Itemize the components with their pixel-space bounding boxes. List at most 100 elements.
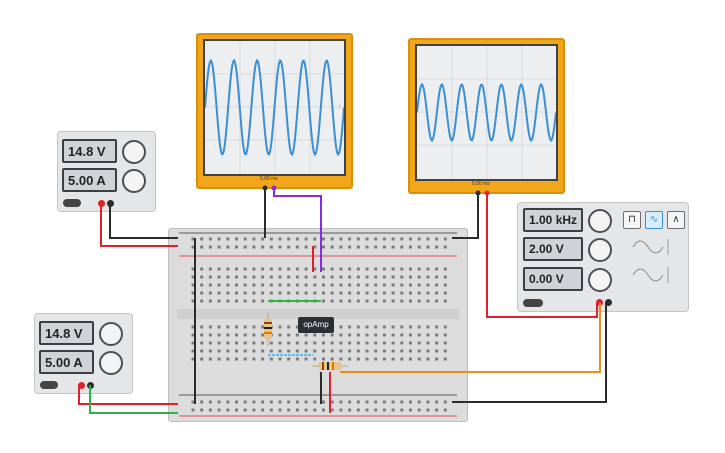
breadboard-hole bbox=[261, 283, 265, 287]
oscilloscope-right[interactable]: 5.00 ms bbox=[408, 38, 565, 194]
breadboard-hole bbox=[330, 275, 334, 279]
breadboard-hole bbox=[400, 267, 404, 271]
breadboard-hole bbox=[217, 237, 221, 241]
function-generator[interactable]: 1.00 kHz 2.00 V 0.00 V ⊓ ∿ ∧ bbox=[517, 202, 689, 312]
breadboard-hole bbox=[330, 400, 334, 404]
triangle-wave-icon[interactable]: ∧ bbox=[667, 211, 685, 229]
breadboard-hole bbox=[295, 245, 299, 249]
signal-terminal-icon[interactable] bbox=[596, 299, 603, 306]
breadboard-hole bbox=[304, 349, 308, 353]
breadboard-hole bbox=[435, 291, 439, 295]
positive-terminal-icon[interactable] bbox=[98, 200, 105, 207]
breadboard-hole bbox=[200, 333, 204, 337]
current-knob-icon[interactable] bbox=[99, 351, 123, 375]
breadboard-hole bbox=[356, 237, 360, 241]
breadboard-hole bbox=[400, 349, 404, 353]
power-switch[interactable] bbox=[40, 381, 58, 389]
breadboard-hole bbox=[365, 275, 369, 279]
breadboard-hole bbox=[374, 291, 378, 295]
breadboard-hole bbox=[435, 333, 439, 337]
breadboard-hole bbox=[243, 333, 247, 337]
sine-wave-icon[interactable]: ∿ bbox=[645, 211, 663, 229]
breadboard-hole bbox=[417, 283, 421, 287]
breadboard-hole bbox=[235, 333, 238, 337]
breadboard-hole bbox=[261, 400, 265, 404]
breadboard-hole bbox=[200, 237, 204, 241]
breadboard-hole bbox=[443, 291, 447, 295]
breadboard-hole bbox=[208, 245, 212, 249]
breadboard-hole bbox=[269, 408, 273, 412]
breadboard-hole bbox=[382, 283, 386, 287]
breadboard-hole bbox=[400, 341, 404, 345]
breadboard-hole bbox=[235, 325, 238, 329]
breadboard-hole bbox=[348, 275, 352, 279]
negative-terminal-icon[interactable] bbox=[107, 200, 114, 207]
power-switch[interactable] bbox=[63, 199, 81, 207]
breadboard-hole bbox=[417, 325, 421, 329]
breadboard-hole bbox=[356, 325, 360, 329]
voltage-knob-icon[interactable] bbox=[122, 140, 146, 164]
breadboard-hole bbox=[356, 283, 360, 287]
breadboard-hole bbox=[252, 400, 256, 404]
breadboard-hole bbox=[417, 267, 421, 271]
breadboard-hole bbox=[191, 349, 195, 353]
breadboard-hole bbox=[382, 357, 386, 361]
breadboard-hole bbox=[235, 408, 238, 412]
breadboard-hole bbox=[208, 400, 212, 404]
breadboard-hole bbox=[417, 245, 421, 249]
breadboard-hole bbox=[417, 408, 421, 412]
function-generator-frequency: 1.00 kHz bbox=[523, 208, 583, 232]
breadboard-hole bbox=[374, 283, 378, 287]
power-supply-top[interactable]: 14.8 V 5.00 A bbox=[57, 131, 156, 212]
breadboard-hole bbox=[356, 357, 360, 361]
breadboard-hole bbox=[200, 357, 204, 361]
breadboard-hole bbox=[400, 299, 404, 303]
breadboard-hole bbox=[400, 357, 404, 361]
breadboard-hole bbox=[235, 349, 238, 353]
positive-terminal-icon[interactable] bbox=[78, 382, 85, 389]
breadboard-hole bbox=[443, 349, 447, 353]
current-knob-icon[interactable] bbox=[122, 169, 146, 193]
breadboard-hole bbox=[226, 291, 230, 295]
breadboard-hole bbox=[295, 357, 299, 361]
breadboard-hole bbox=[235, 357, 238, 361]
breadboard-hole bbox=[287, 400, 291, 404]
breadboard-hole bbox=[348, 267, 352, 271]
breadboard-hole bbox=[426, 333, 430, 337]
frequency-knob-icon[interactable] bbox=[588, 209, 612, 233]
breadboard-hole bbox=[409, 357, 412, 361]
negative-terminal-icon[interactable] bbox=[87, 382, 94, 389]
breadboard-hole bbox=[295, 349, 299, 353]
breadboard-hole bbox=[348, 400, 352, 404]
breadboard-hole bbox=[235, 341, 238, 345]
breadboard-hole bbox=[391, 283, 395, 287]
ground-terminal-icon[interactable] bbox=[605, 299, 612, 306]
breadboard-hole bbox=[217, 357, 221, 361]
breadboard-hole bbox=[304, 400, 308, 404]
breadboard-hole bbox=[417, 291, 421, 295]
breadboard-hole bbox=[304, 283, 308, 287]
breadboard-hole bbox=[339, 341, 343, 345]
square-wave-icon[interactable]: ⊓ bbox=[623, 211, 641, 229]
breadboard-hole bbox=[391, 341, 395, 345]
oscilloscope-left[interactable]: — 5.00 ms bbox=[196, 33, 353, 189]
breadboard-hole bbox=[278, 400, 282, 404]
offset-knob-icon[interactable] bbox=[588, 268, 612, 292]
power-supply-bottom[interactable]: 14.8 V 5.00 A bbox=[34, 313, 133, 394]
breadboard-hole bbox=[330, 299, 334, 303]
breadboard-hole bbox=[287, 357, 291, 361]
power-switch[interactable] bbox=[523, 299, 543, 307]
breadboard-hole bbox=[269, 299, 273, 303]
voltage-knob-icon[interactable] bbox=[99, 322, 123, 346]
breadboard-hole bbox=[304, 333, 308, 337]
breadboard-hole bbox=[443, 245, 447, 249]
breadboard-hole bbox=[356, 291, 360, 295]
breadboard-hole bbox=[322, 408, 325, 412]
opamp-chip[interactable]: opAmp bbox=[298, 317, 334, 333]
amplitude-knob-icon[interactable] bbox=[588, 238, 612, 262]
breadboard-hole bbox=[391, 357, 395, 361]
breadboard-hole bbox=[443, 400, 447, 404]
breadboard-hole bbox=[252, 349, 256, 353]
breadboard-hole bbox=[226, 341, 230, 345]
